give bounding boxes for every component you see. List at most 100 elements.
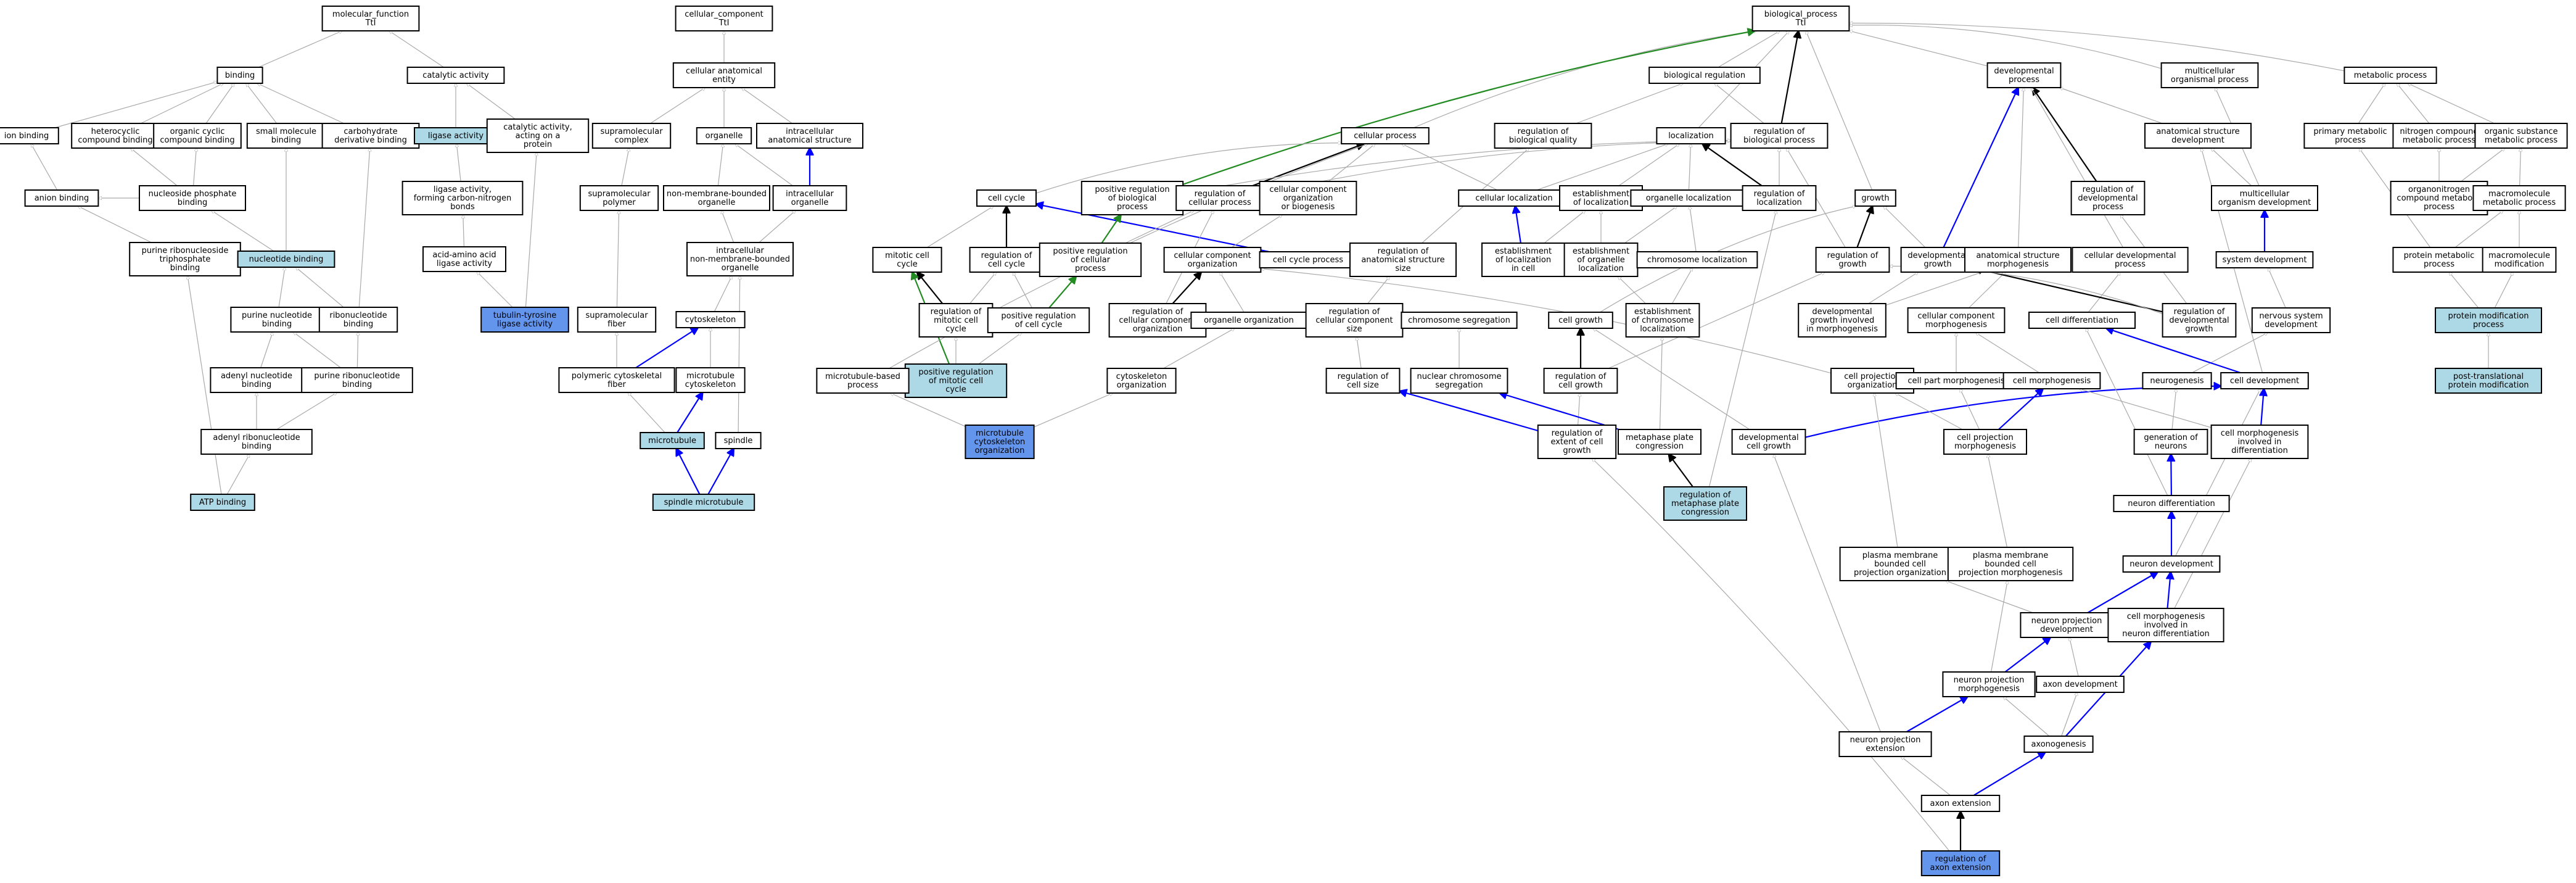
node-anionb[interactable]: anion binding	[24, 189, 99, 207]
node-local[interactable]: localization	[1656, 127, 1726, 144]
node-growth[interactable]: growth	[1854, 189, 1896, 207]
node-sysdev[interactable]: system development	[2215, 251, 2314, 268]
node-catact[interactable]: catalytic activity	[406, 67, 505, 84]
node-binding[interactable]: binding	[216, 67, 263, 84]
node-cellproc[interactable]: cellular process	[1341, 127, 1430, 144]
node-organelle[interactable]: organelle	[696, 127, 752, 144]
node-spindle[interactable]: spindle	[715, 432, 762, 449]
node-axondev[interactable]: axon development	[2036, 676, 2125, 693]
node-chromloc[interactable]: chromosome localization	[1636, 251, 1758, 268]
node-orgorg[interactable]: organelle organization	[1190, 312, 1307, 329]
node-axonogen[interactable]: axonogenesis	[2023, 736, 2094, 753]
node-neurdiff[interactable]: neuron differentiation	[2113, 495, 2230, 512]
node-atp[interactable]: ATP binding	[190, 494, 255, 511]
node-neurogen[interactable]: neurogenesis	[2142, 372, 2212, 389]
node-metab[interactable]: metabolic process	[2344, 67, 2437, 84]
node-bioreg[interactable]: biological regulation	[1648, 67, 1761, 84]
node-cellpartmorph[interactable]: cell part morphogenesis	[1895, 372, 2017, 389]
node-spindlemt[interactable]: spindle microtubule	[652, 494, 755, 511]
node-nucb[interactable]: nucleotide binding	[237, 251, 335, 268]
node-cytoskel[interactable]: cytoskeleton	[675, 311, 746, 328]
node-orgloc[interactable]: organelle localization	[1630, 189, 1747, 207]
node-celloc[interactable]: cellular localization	[1458, 189, 1570, 207]
node-chromseg[interactable]: chromosome segregation	[1401, 312, 1518, 329]
node-neurdev[interactable]: neuron development	[2122, 555, 2221, 573]
node-cellgrowth[interactable]: cell growth	[1548, 312, 1613, 329]
node-cellcycle[interactable]: cell cycle	[976, 189, 1037, 207]
node-mt[interactable]: microtubule	[640, 432, 705, 449]
